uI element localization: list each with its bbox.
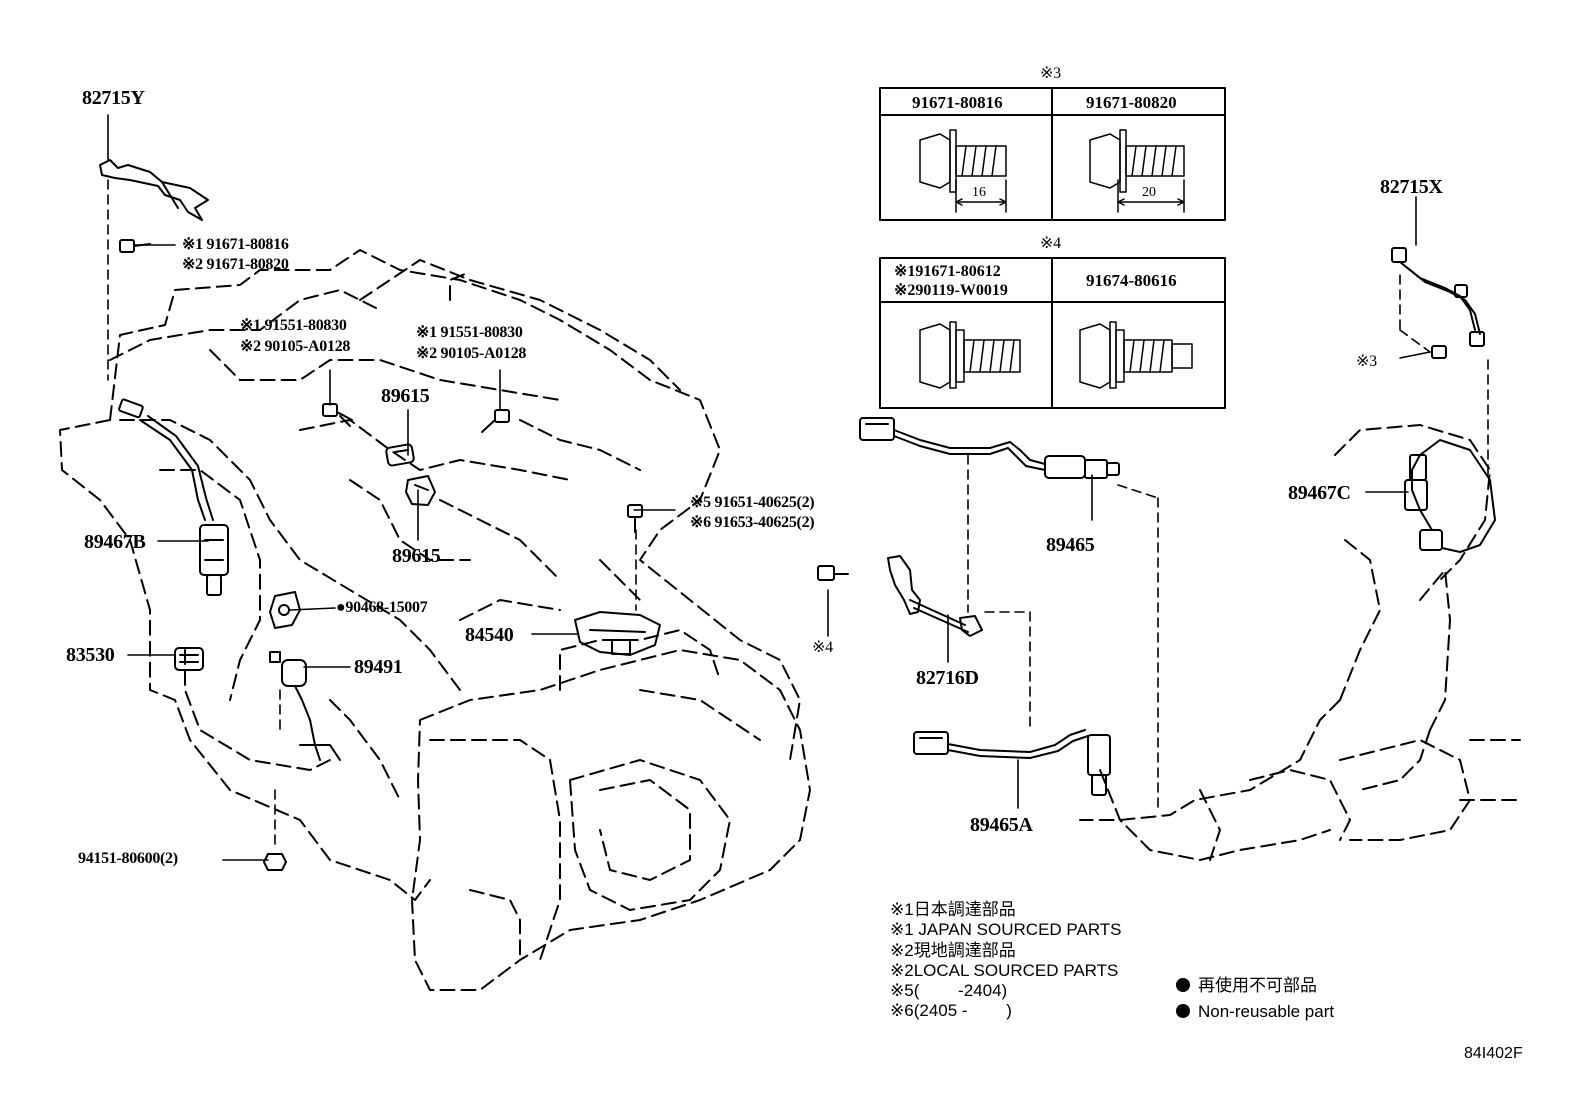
note-line-6: ※6(2405 - ) xyxy=(890,1001,1012,1020)
part-label-84540: 84540 xyxy=(465,624,514,646)
oxygen-sensor-89467C-icon xyxy=(1404,439,1496,553)
part-label-89467B: 89467B xyxy=(84,531,146,553)
bracket-82716D-icon xyxy=(887,555,983,637)
table-ref3-bolt2-icon xyxy=(1089,129,1185,213)
bolt-top-label-1: ※1 91671-80816 xyxy=(182,236,289,253)
diagram-code: 84I402F xyxy=(1464,1045,1523,1062)
table-ref3-dim1: 16 xyxy=(972,185,986,200)
table-ref4-bolt1-icon xyxy=(919,321,1021,389)
bolt-right-label-6: ※6 91653-40625(2) xyxy=(690,514,815,531)
table-ref4-col2: 91674-80616 xyxy=(1086,271,1177,290)
note-line-4: ※2LOCAL SOURCED PARTS xyxy=(890,961,1119,980)
bolt-right-label-5: ※5 91651-40625(2) xyxy=(690,494,815,511)
note-line-5: ※5( -2404) xyxy=(890,981,1008,1000)
table-ref3-bolt1-icon xyxy=(919,129,1007,213)
engine-outline xyxy=(59,249,801,901)
sensor-89615-lower-icon xyxy=(405,475,436,506)
transmission-outline xyxy=(411,599,811,991)
bolt-top-icon xyxy=(119,239,151,253)
bolt-right-icon xyxy=(627,504,643,533)
part-label-82716D: 82716D xyxy=(916,667,979,689)
part-label-82715Y: 82715Y xyxy=(82,87,145,109)
ref3-label: ※3 xyxy=(1356,353,1377,370)
part-label-89465: 89465 xyxy=(1046,534,1095,556)
table-ref4-frame xyxy=(879,257,1226,409)
note-line-3: ※2現地調達部品 xyxy=(890,941,1016,960)
bolt-mid2-label-1: ※1 91551-80830 xyxy=(416,324,523,341)
part-label-82715X: 82715X xyxy=(1380,176,1443,198)
bolt-ref4-icon xyxy=(817,565,849,581)
oxygen-sensor-89465A-icon xyxy=(913,729,1111,796)
part-label-89465A: 89465A xyxy=(970,814,1033,836)
bracket-82715Y-icon xyxy=(99,159,209,221)
table-ref4-col1-line1: ※191671-80612 xyxy=(894,263,1001,280)
legend-dot-1 xyxy=(1176,978,1190,992)
part-label-89615-upper: 89615 xyxy=(381,385,430,407)
legend-non-reusable-en: Non-reusable part xyxy=(1198,1002,1335,1021)
bolt-mid1-label-1: ※1 91551-80830 xyxy=(240,317,347,334)
table-ref3-col2: 91671-80820 xyxy=(1086,93,1177,112)
table-ref3-dim2: 20 xyxy=(1142,185,1156,200)
table-ref3-title: ※3 xyxy=(1040,65,1061,82)
oxygen-sensor-89467B-icon xyxy=(118,398,229,596)
bolt-ref3-icon xyxy=(1431,345,1447,359)
bolt-mid2-label-2: ※2 90105-A0128 xyxy=(416,345,527,362)
part-label-94151: 94151-80600(2) xyxy=(78,850,178,867)
assembly-lines xyxy=(107,179,1489,851)
switch-83530-icon xyxy=(174,647,204,671)
table-ref4-col1-line2: ※290119-W0019 xyxy=(894,282,1008,299)
bolt-top-label-2: ※2 91671-80820 xyxy=(182,256,289,273)
ref4-label: ※4 xyxy=(812,639,833,656)
clamp-90468-icon xyxy=(269,591,301,629)
table-ref3-col1: 91671-80816 xyxy=(912,93,1003,112)
table-ref3-frame xyxy=(879,87,1226,221)
bolt-mid1-label-2: ※2 90105-A0128 xyxy=(240,338,351,355)
note-line-2: ※1 JAPAN SOURCED PARTS xyxy=(890,920,1122,939)
leader-lines xyxy=(107,114,1431,861)
legend-dot-2 xyxy=(1176,1004,1190,1018)
nut-94151-icon xyxy=(263,853,287,871)
bolt-mid1-icon xyxy=(322,403,353,427)
bolt-mid2-icon xyxy=(481,409,510,433)
part-label-89615-lower: 89615 xyxy=(392,545,441,567)
table-ref4-title: ※4 xyxy=(1040,235,1061,252)
note-line-1: ※1日本調達部品 xyxy=(890,900,1016,919)
sensor-89491-icon xyxy=(269,651,341,761)
part-label-89491: 89491 xyxy=(354,656,403,678)
part-label-90468: ●90468-15007 xyxy=(336,599,428,616)
sensor-89615-upper-icon xyxy=(385,443,415,467)
bracket-82715X-icon xyxy=(1391,247,1485,347)
exhaust-outline xyxy=(1079,424,1521,861)
switch-84540-icon xyxy=(574,611,661,656)
legend-non-reusable-jp: 再使用不可部品 xyxy=(1198,976,1317,995)
part-label-83530: 83530 xyxy=(66,644,115,666)
table-ref4-bolt2-icon xyxy=(1079,321,1193,389)
oxygen-sensor-89465-icon xyxy=(859,417,1120,479)
part-label-89467C: 89467C xyxy=(1288,482,1351,504)
